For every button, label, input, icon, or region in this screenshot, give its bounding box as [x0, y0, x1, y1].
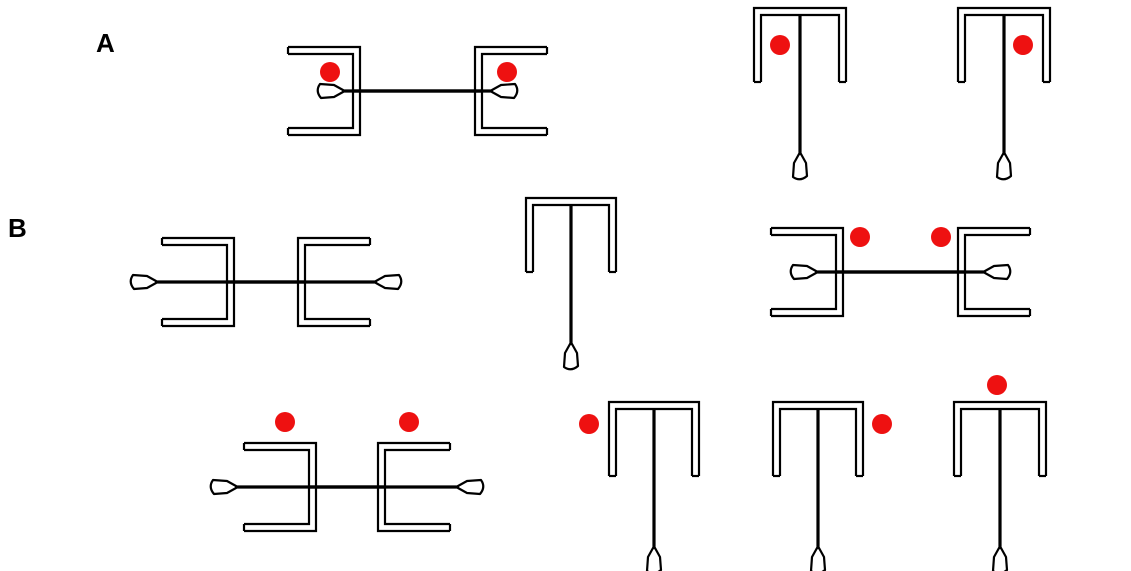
- marker-a3: [770, 35, 790, 55]
- marker-b7: [399, 412, 419, 432]
- marker-b8: [579, 414, 599, 434]
- apparatus-b8: [609, 402, 699, 571]
- apparatus-a4: [958, 8, 1050, 179]
- marker-b5: [931, 227, 951, 247]
- marker-a1: [320, 62, 340, 82]
- apparatus-b9: [773, 402, 863, 571]
- marker-b9: [872, 414, 892, 434]
- apparatus-a3: [754, 8, 846, 179]
- apparatus-b10: [954, 402, 1046, 571]
- marker-b4: [850, 227, 870, 247]
- marker-a2: [497, 62, 517, 82]
- marker-b10: [987, 375, 1007, 395]
- marker-b6: [275, 412, 295, 432]
- marker-a4: [1013, 35, 1033, 55]
- apparatus-b3: [526, 198, 616, 369]
